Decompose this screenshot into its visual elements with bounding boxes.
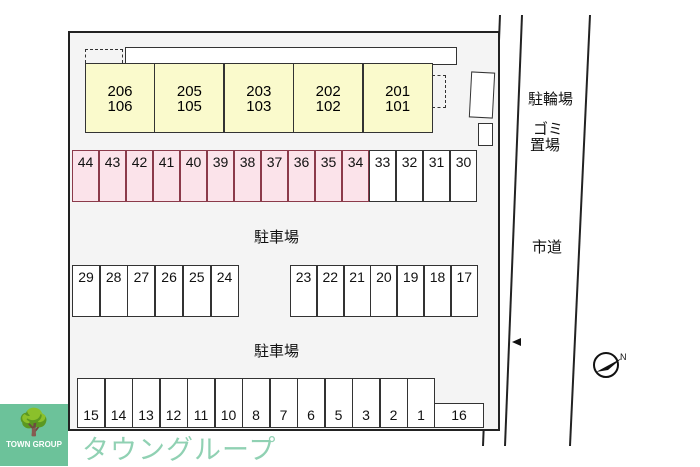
parking-spot: 7 [269, 378, 298, 428]
parking-spot: 33 [369, 150, 396, 202]
parking-spot: 29 [72, 265, 100, 317]
parking-spot: 41 [153, 150, 180, 202]
garbage-label-1: ゴミ [533, 121, 564, 138]
parking-spot: 30 [450, 150, 477, 202]
tree-icon: 🌳 [17, 407, 51, 437]
parking-spot: 37 [261, 150, 288, 202]
unit-number-lower: 106 [107, 98, 133, 115]
parking-spot: 18 [424, 265, 451, 317]
logo-text-jp: タウングループ [82, 435, 277, 465]
parking-spot: 16 [434, 403, 484, 428]
unit-number-upper: 201 [385, 83, 411, 100]
parking-spot: 22 [316, 265, 344, 317]
unit-number-lower: 101 [385, 98, 411, 115]
parking-spot: 40 [180, 150, 207, 202]
parking-spot: 31 [423, 150, 450, 202]
parking-spot: 32 [396, 150, 423, 202]
logo-text-en: TOWN GROUP [6, 440, 62, 449]
parking-spot: 19 [397, 265, 425, 317]
unit-number-lower: 103 [246, 98, 272, 115]
parking-spot: 17 [450, 265, 478, 317]
parking-spot: 20 [370, 265, 398, 317]
unit-number-upper: 202 [315, 83, 341, 100]
parking-label-2: 駐車場 [254, 343, 300, 360]
unit-number-upper: 206 [107, 83, 133, 100]
unit-number-upper: 203 [246, 83, 272, 100]
parking-spot: 39 [207, 150, 234, 202]
parking-spot: 21 [343, 265, 371, 317]
parking-spot: 5 [324, 378, 353, 428]
garbage-area [478, 123, 493, 146]
parking-spot: 38 [234, 150, 261, 202]
logo: 🌳 TOWN GROUP [0, 404, 68, 466]
parking-spot: 36 [288, 150, 315, 202]
parking-label-1: 駐車場 [254, 229, 300, 246]
svg-text:N: N [620, 352, 627, 362]
parking-spot: 25 [182, 265, 211, 317]
parking-spot: 14 [104, 378, 133, 428]
parking-spot: 42 [126, 150, 153, 202]
parking-spot: 28 [99, 265, 128, 317]
dashed-outline [432, 75, 446, 108]
dashed-outline [85, 49, 123, 63]
bike-parking-area [468, 71, 496, 119]
parking-spot: 43 [99, 150, 126, 202]
unit-number-lower: 105 [176, 98, 202, 115]
parking-spot: 3 [352, 378, 380, 428]
parking-spot: 2 [379, 378, 408, 428]
parking-spot: 6 [297, 378, 325, 428]
parking-spot: 23 [290, 265, 317, 317]
parking-spot: 13 [132, 378, 160, 428]
unit-number-lower: 102 [315, 98, 341, 115]
bike-parking-label: 駐輪場 [528, 91, 574, 108]
parking-spot: 27 [127, 265, 156, 317]
parking-spot: 10 [214, 378, 243, 428]
garbage-label-2: 置場 [530, 137, 561, 154]
parking-spot: 12 [159, 378, 188, 428]
parking-spot: 35 [315, 150, 342, 202]
parking-spot: 15 [77, 378, 105, 428]
parking-spot: 34 [342, 150, 369, 202]
parking-spot: 44 [72, 150, 99, 202]
parking-spot: 8 [242, 378, 270, 428]
parking-spot: 24 [210, 265, 239, 317]
unit-number-upper: 205 [176, 83, 202, 100]
parking-spot: 1 [407, 378, 435, 428]
parking-spot: 26 [155, 265, 184, 317]
road-label: 市道 [532, 239, 563, 256]
parking-spot: 11 [187, 378, 215, 428]
